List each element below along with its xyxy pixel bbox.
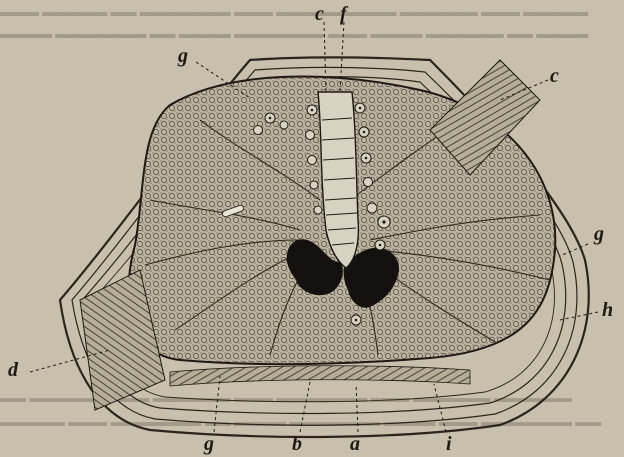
label-c-right: c	[550, 65, 559, 87]
label-a: a	[350, 433, 360, 455]
label-b: b	[292, 433, 302, 455]
label-h: h	[602, 299, 613, 321]
anterior-band	[170, 366, 470, 386]
label-g-right: g	[593, 223, 604, 245]
label-f: f	[340, 3, 349, 25]
label-d: d	[8, 359, 19, 381]
label-i: i	[446, 433, 452, 455]
label-c-top: c	[315, 3, 324, 25]
label-g-top: g	[177, 45, 188, 67]
label-g-bottom: g	[203, 433, 214, 455]
